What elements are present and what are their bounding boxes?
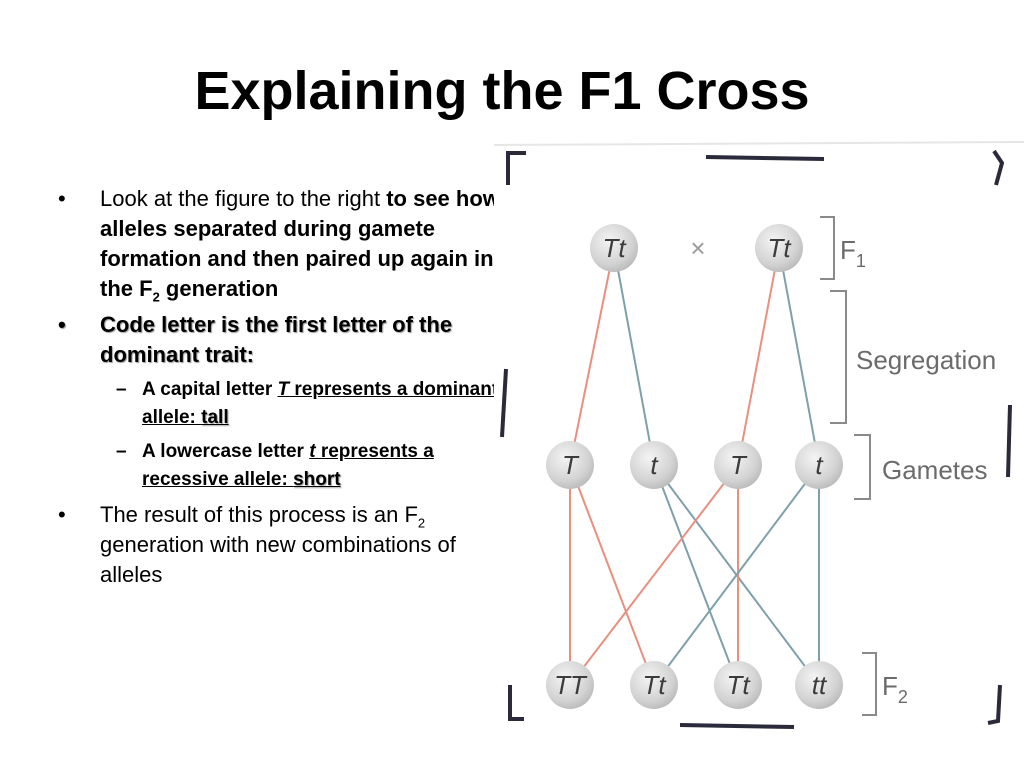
frame-mark-bottom — [679, 723, 795, 729]
svg-text:tt: tt — [812, 670, 828, 700]
corner-bracket-bottom-left — [508, 685, 524, 721]
offspring-node-tt: tt — [795, 661, 843, 709]
bullet-text-bold: to see how alleles separated during game… — [100, 186, 500, 301]
offspring-node-TT: TT — [546, 661, 594, 709]
label-segregation: Segregation — [856, 345, 996, 375]
bullet-text-bold: generation — [159, 276, 279, 301]
bullet-list: • Look at the figure to the right to see… — [58, 184, 503, 596]
scan-edge — [494, 141, 1024, 146]
svg-text:TT: TT — [554, 670, 588, 700]
trait-word: short — [293, 469, 341, 490]
trait-word: tall — [201, 407, 229, 428]
subbullet-dash: – — [116, 441, 127, 462]
cross-symbol: × — [690, 233, 705, 263]
subbullet-lowercase-letter: – A lowercase letter t represents a rece… — [58, 438, 503, 494]
bracket-segregation — [830, 290, 847, 424]
svg-text:Tt: Tt — [642, 670, 667, 700]
line-parent1-to-gamete-T — [569, 247, 615, 466]
f1-cross-figure: Tt × Tt T t T t TT Tt — [494, 137, 1024, 741]
subbullet-text: A capital letter — [142, 379, 278, 400]
allele-letter: T — [277, 379, 290, 400]
subbullet-text: A lowercase letter — [142, 441, 310, 462]
bracket-f1 — [820, 216, 835, 280]
bullet-text: generation with new combinations of alle… — [100, 532, 456, 587]
bullet-text: The result of this process is an F — [100, 502, 418, 527]
line-t2-to-Tt — [653, 464, 820, 686]
cross-diagram: Tt × Tt T t T t TT Tt — [494, 137, 1024, 741]
bullet-text: Code letter is the first letter of the d… — [100, 312, 453, 367]
corner-bracket-bottom-right — [987, 684, 1002, 725]
svg-text:Tt: Tt — [602, 233, 627, 263]
bullet-result: • The result of this process is an F2 ge… — [58, 500, 503, 590]
offspring-node-Tt: Tt — [630, 661, 678, 709]
frame-mark-right — [1006, 404, 1012, 478]
bracket-gametes — [854, 434, 871, 500]
offspring-node-Tt: Tt — [714, 661, 762, 709]
subscript: 2 — [152, 289, 160, 305]
gamete-node-T: T — [714, 441, 762, 489]
gamete-node-t: t — [795, 441, 843, 489]
svg-text:Tt: Tt — [767, 233, 792, 263]
frame-mark-left — [500, 368, 508, 438]
slide-title: Explaining the F1 Cross — [194, 61, 810, 121]
corner-bracket-top-left — [506, 151, 526, 185]
bullet-figure-explanation: • Look at the figure to the right to see… — [58, 184, 503, 304]
line-T2-to-TT — [569, 464, 739, 686]
line-t-to-Tt — [653, 464, 739, 686]
svg-text:T: T — [730, 450, 748, 480]
bullet-dot: • — [58, 186, 66, 211]
svg-text:Tt: Tt — [726, 670, 751, 700]
label-f1: F1 — [840, 235, 866, 271]
parent-node-2: Tt — [755, 224, 803, 272]
allele-letter: t — [309, 441, 316, 462]
line-parent2-to-gamete-T — [737, 247, 780, 466]
parent-node-1: Tt — [590, 224, 638, 272]
line-parent2-to-gamete-t — [778, 247, 820, 466]
subbullet-text: represents a dominant allele: — [142, 379, 499, 428]
label-f2: F2 — [882, 671, 908, 707]
bullet-dot: • — [58, 502, 66, 527]
bullet-dot: • — [58, 312, 66, 337]
subbullet-capital-letter: – A capital letter T represents a domina… — [58, 376, 503, 432]
subbullet-dash: – — [116, 379, 127, 400]
line-parent1-to-gamete-t — [613, 247, 655, 466]
gamete-node-T: T — [546, 441, 594, 489]
line-T-to-Tt — [569, 464, 655, 686]
svg-text:t: t — [650, 450, 659, 480]
frame-mark-top — [705, 155, 825, 161]
subbullet-text: represents a recessive allele: — [142, 441, 434, 490]
gamete-node-t: t — [630, 441, 678, 489]
subscript: 2 — [417, 515, 426, 531]
bullet-code-letter: • Code letter is the first letter of the… — [58, 310, 503, 370]
label-gametes: Gametes — [882, 455, 988, 485]
svg-text:t: t — [815, 450, 824, 480]
corner-bracket-top-right — [992, 149, 1005, 186]
bracket-f2 — [862, 652, 877, 716]
svg-text:T: T — [562, 450, 580, 480]
bullet-text: Look at the figure to the right — [100, 186, 381, 211]
